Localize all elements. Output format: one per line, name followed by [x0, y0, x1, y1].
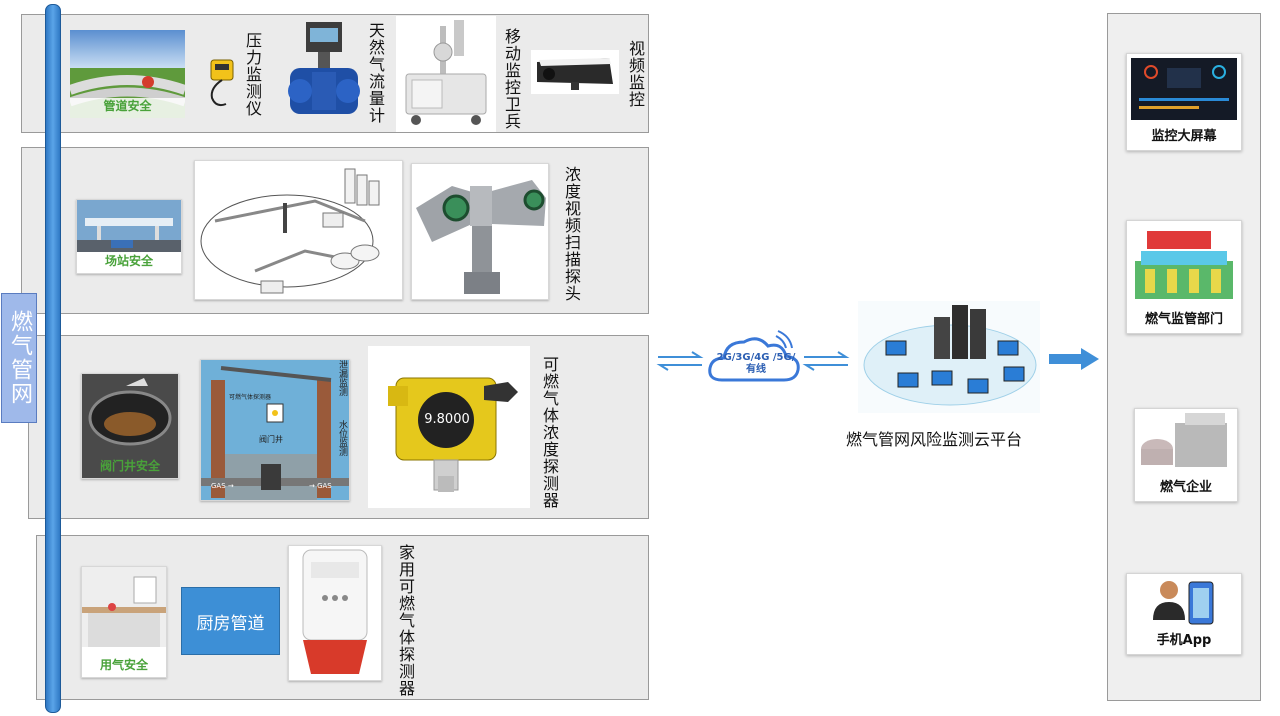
monitor-screen-image [1131, 58, 1237, 120]
flowmeter-label: 天然气流量计 [366, 22, 385, 124]
scan-probe-label: 浓度视频扫描探头 [562, 166, 581, 302]
card-scan-probe [411, 163, 549, 300]
card-cloud-platform [858, 301, 1040, 413]
home-gas-detector-label: 家用可燃气体探测器 [396, 544, 415, 697]
card-gas-detector: 9.8000 [368, 346, 530, 508]
pipeline-image [70, 30, 185, 118]
video-monitor-label: 视频监控 [626, 40, 645, 108]
card-valve-well-safety: 阀门井安全 [81, 373, 179, 479]
pressure-gauge-icon [204, 58, 240, 110]
pressure-monitor-label: 压力监测仪 [243, 32, 262, 117]
station-diagram-image [200, 168, 380, 294]
detector-reading: 9.8000 [424, 412, 470, 427]
valve-well-image [82, 374, 178, 478]
card-station-safety: 场站安全 [76, 199, 182, 274]
household-safety-caption: 用气安全 [99, 658, 148, 672]
card-household-safety: 用气安全 [81, 566, 167, 678]
bidirectional-arrow-icon [656, 351, 704, 371]
kitchen-image [82, 567, 166, 647]
water-level-label: 水位监测 [337, 420, 347, 456]
pipeline-safety-caption: 管道安全 [103, 99, 152, 113]
card-station-diagram [194, 160, 403, 300]
card-video-camera [531, 50, 619, 94]
network-cloud-icon [708, 330, 800, 382]
gas-pipe-bar [45, 4, 61, 713]
video-camera-image [537, 58, 613, 90]
flowmeter-image [288, 22, 360, 114]
gas-detector-image [388, 377, 518, 492]
network-type-label: 2G/3G/4G /5G/有线 [716, 352, 796, 375]
gas-pipe-network-label: 燃气管网 [1, 293, 37, 423]
gas-station-image [77, 200, 181, 252]
regulator-building-image [1135, 231, 1233, 299]
mobile-patrol-label: 移动监控卫兵 [502, 28, 521, 130]
card-valve-diagram: 阀门井 GAS → → GAS 可燃气体探测器 [200, 359, 350, 501]
station-safety-caption: 场站安全 [104, 254, 153, 268]
valve-diagram-image [201, 360, 349, 500]
leak-monitor-label: 泄漏监测 [337, 360, 347, 396]
cloud-platform-image [863, 305, 1037, 406]
card-home-detector [288, 545, 382, 681]
home-detector-image [302, 549, 368, 674]
valve-well-tag: 阀门井 [259, 435, 283, 444]
mobile-app-label: 手机App [1156, 633, 1212, 648]
valve-gas-out: → GAS [309, 482, 332, 490]
valve-detector-tag: 可燃气体探测器 [229, 394, 272, 401]
right-arrow-icon [1049, 348, 1099, 370]
card-monitor-screen: 监控大屏幕 [1126, 53, 1242, 151]
card-flowmeter [288, 20, 360, 128]
mobile-patrol-image [405, 20, 487, 125]
mobile-app-image [1153, 581, 1214, 625]
card-regulator: 燃气监管部门 [1126, 220, 1242, 334]
scan-probe-image [416, 180, 546, 294]
card-mobile-patrol [396, 16, 496, 132]
card-pipeline-safety: 管道安全 [70, 30, 185, 118]
kitchen-pipe-box: 厨房管道 [181, 587, 280, 655]
gas-enterprise-label: 燃气企业 [1159, 480, 1212, 495]
bidirectional-arrow-icon-2 [802, 351, 850, 371]
monitor-screen-label: 监控大屏幕 [1151, 129, 1217, 144]
valve-well-safety-caption: 阀门井安全 [99, 459, 160, 473]
gas-concentration-detector-label: 可燃气体浓度探测器 [540, 356, 559, 509]
card-mobile-app: 手机App [1126, 573, 1242, 655]
regulator-label: 燃气监管部门 [1144, 312, 1223, 327]
gas-enterprise-image [1141, 413, 1227, 467]
cloud-platform-label: 燃气管网风险监测云平台 [846, 430, 1023, 449]
card-gas-enterprise: 燃气企业 [1134, 408, 1238, 502]
valve-gas-in: GAS → [211, 482, 234, 490]
